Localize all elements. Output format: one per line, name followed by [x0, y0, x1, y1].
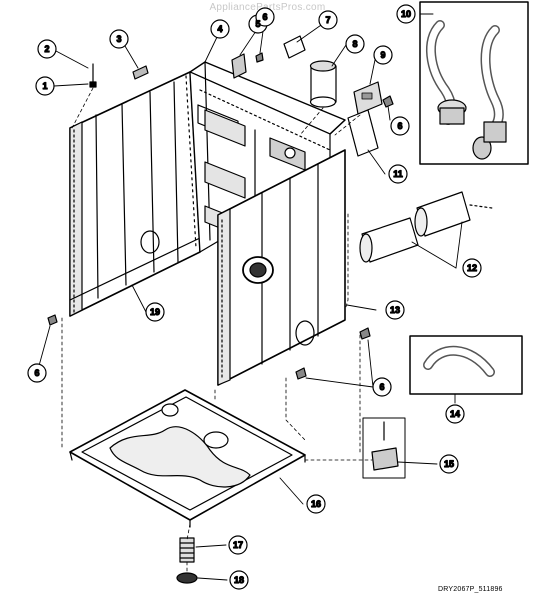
- callout-6-right: 6: [397, 121, 402, 131]
- callout-circles: [27, 4, 482, 590]
- callout-9: 9: [380, 50, 385, 60]
- callout-3: 3: [116, 34, 121, 44]
- cabinet-frame: [189, 61, 346, 253]
- callout-4: 4: [217, 24, 222, 34]
- hose-kit-box: [419, 1, 529, 165]
- callout-7: 7: [325, 15, 330, 25]
- callout-6-front: 6: [379, 382, 384, 392]
- callout-18: 18: [234, 575, 244, 585]
- callout-13: 13: [390, 305, 400, 315]
- callout-6-top: 6: [262, 12, 267, 22]
- callout-10: 10: [401, 9, 411, 19]
- small-hose-box: [409, 335, 523, 395]
- assembly-guides: [61, 87, 373, 573]
- screw-part-6-bottom: [295, 367, 307, 380]
- cylinder-part-8: [309, 60, 337, 108]
- plate-part-11: [347, 109, 379, 157]
- front-panel: [217, 149, 346, 386]
- callout-14: 14: [450, 409, 460, 419]
- screw-part-6-front: [359, 327, 371, 340]
- callout-12: 12: [467, 263, 477, 273]
- drawing-code: DRY2067P_511896: [438, 586, 503, 593]
- screw-part-1: [89, 63, 97, 88]
- duct-pipes: [359, 191, 493, 263]
- bracket-part-5: [231, 53, 247, 79]
- callout-8: 8: [352, 39, 357, 49]
- callout-5: 5: [255, 19, 260, 29]
- callout-2: 2: [44, 44, 49, 54]
- clip-part-3: [132, 65, 149, 80]
- screw-part-6-right: [382, 95, 394, 108]
- callout-16: 16: [311, 499, 321, 509]
- callout-6-left: 6: [34, 368, 39, 378]
- leader-lines: [36, 13, 463, 581]
- plate-part-9: [353, 81, 383, 115]
- callout-15: 15: [444, 459, 454, 469]
- screw-part-6-top: [255, 52, 264, 63]
- watermark: AppliancePartsPros.com: [209, 2, 326, 13]
- callout-19: 19: [150, 307, 160, 317]
- callout-1: 1: [42, 81, 47, 91]
- leveling-leg: [179, 537, 195, 563]
- foot-pad: [176, 572, 198, 584]
- callout-11: 11: [393, 169, 403, 179]
- callout-17: 17: [233, 540, 243, 550]
- screw-part-6-left: [47, 314, 58, 326]
- part-15-box: [362, 417, 406, 479]
- plate-part-7: [283, 35, 306, 59]
- base-pan: [69, 389, 306, 528]
- rear-panel: [69, 71, 201, 317]
